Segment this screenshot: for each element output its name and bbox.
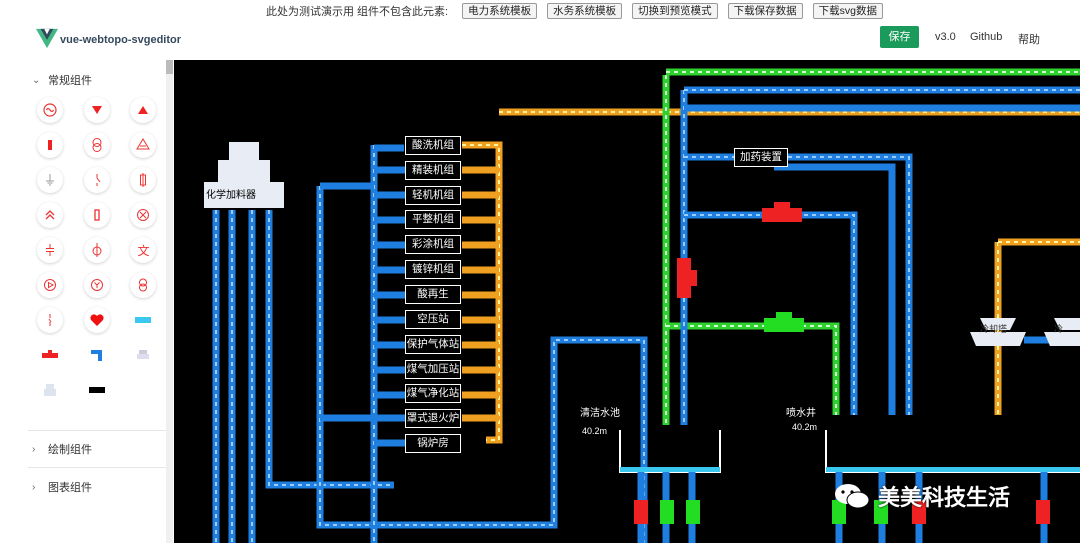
- green-pipes: [662, 68, 1080, 425]
- feeder-label: 化学加料器: [206, 190, 256, 201]
- switch-bar-icon[interactable]: [37, 132, 63, 158]
- demo-toolbar: 此处为测试演示用 组件不包含此元素: 电力系统模板 水务系统模板 切换到预览模式…: [0, 0, 1080, 22]
- download-data-button[interactable]: 下载保存数据: [727, 3, 803, 19]
- feeder-icon[interactable]: [37, 377, 63, 403]
- chemical-feeder-icon: [204, 142, 284, 208]
- chevron-right-icon: ›: [32, 443, 36, 455]
- watermark: 美美科技生活: [832, 480, 1010, 512]
- station-label[interactable]: 彩涂机组: [405, 235, 461, 254]
- station-label[interactable]: 煤气净化站: [405, 384, 461, 403]
- water-template-button[interactable]: 水务系统模板: [547, 3, 623, 19]
- double-chevron-up-icon[interactable]: [37, 202, 63, 228]
- station-label[interactable]: 保护气体站: [405, 335, 461, 354]
- app-header: vue-webtopo-svgeditor 保存 v3.0 Github 帮助: [0, 22, 1080, 58]
- sidebar-scrollbar[interactable]: [166, 60, 173, 543]
- station-label[interactable]: 精装机组: [405, 161, 461, 180]
- black-bar-icon[interactable]: [84, 377, 110, 403]
- triangle-transformer-icon[interactable]: [130, 132, 156, 158]
- station-label[interactable]: 镀锌机组: [405, 260, 461, 279]
- station-label[interactable]: 平整机组: [405, 210, 461, 229]
- section-label: 图表组件: [48, 482, 92, 494]
- github-link[interactable]: Github: [970, 31, 1003, 43]
- chevron-down-icon: ⌄: [32, 74, 41, 86]
- pipe-network: .pb { fill: none; stroke: #1e7fe0; strok…: [204, 68, 1080, 543]
- orange-return-pipes: [462, 108, 1080, 444]
- section-label: 常规组件: [48, 75, 92, 87]
- pools: [619, 430, 1080, 473]
- breaker-icon[interactable]: [84, 167, 110, 193]
- heart-icon[interactable]: [84, 307, 110, 333]
- cooling-tower-label: 冷却塔: [980, 324, 1008, 334]
- editor-canvas[interactable]: .pb { fill: none; stroke: #1e7fe0; strok…: [174, 60, 1080, 543]
- cyan-bar-icon[interactable]: [130, 307, 156, 333]
- station-label[interactable]: 锅炉房: [405, 434, 461, 453]
- triangle-up-icon[interactable]: [130, 97, 156, 123]
- section-common-components[interactable]: ⌄ 常规组件: [32, 72, 92, 88]
- ac-source-icon[interactable]: [37, 97, 63, 123]
- svg-text:文: 文: [138, 243, 150, 258]
- demo-notice: 此处为测试演示用 组件不包含此元素:: [266, 6, 449, 18]
- cooling-tower-icon: [1044, 318, 1080, 346]
- resistor-icon[interactable]: [84, 202, 110, 228]
- help-link[interactable]: 帮助: [1018, 34, 1040, 46]
- section-divider: [28, 430, 166, 431]
- double-circle-icon[interactable]: [130, 272, 156, 298]
- inductor-icon[interactable]: [84, 237, 110, 263]
- pool-name: 喷水井: [786, 408, 816, 419]
- station-label[interactable]: 罩式退火炉: [405, 409, 461, 428]
- section-chart-components[interactable]: › 图表组件: [32, 479, 92, 495]
- distribution-pipes: [680, 86, 1080, 425]
- circle-play-icon[interactable]: [37, 272, 63, 298]
- red-valve-icon[interactable]: [37, 342, 63, 368]
- triangle-down-icon[interactable]: [84, 97, 110, 123]
- pool-name: 清洁水池: [580, 408, 620, 419]
- chevron-right-icon: ›: [32, 481, 36, 493]
- station-label[interactable]: 轻机机组: [405, 186, 461, 205]
- ground-icon[interactable]: [37, 167, 63, 193]
- station-label[interactable]: 酸洗机组: [405, 136, 461, 155]
- station-label[interactable]: 煤气加压站: [405, 360, 461, 379]
- cooling-tower-icon: [970, 318, 1026, 346]
- dosing-device-label[interactable]: 加药装置: [734, 148, 788, 167]
- text-icon[interactable]: 文: [130, 237, 156, 263]
- fuse-icon[interactable]: [130, 167, 156, 193]
- valves: [677, 202, 804, 332]
- capacitor-icon[interactable]: [37, 237, 63, 263]
- sidebar-scroll-thumb[interactable]: [166, 60, 173, 74]
- section-label: 绘制组件: [48, 444, 92, 456]
- pool-pumps: [634, 472, 1050, 543]
- circle-y-icon[interactable]: [84, 272, 110, 298]
- wechat-icon: [835, 484, 870, 509]
- station-label[interactable]: 空压站: [405, 310, 461, 329]
- circle-x-icon[interactable]: [130, 202, 156, 228]
- power-template-button[interactable]: 电力系统模板: [462, 3, 538, 19]
- preview-mode-button[interactable]: 切换到预览模式: [632, 3, 718, 19]
- disconnect-icon[interactable]: [37, 307, 63, 333]
- version-link[interactable]: v3.0: [935, 31, 956, 43]
- download-svg-button[interactable]: 下载svg数据: [812, 3, 883, 19]
- watermark-text: 美美科技生活: [878, 485, 1011, 510]
- cooling-tower-label: 冷: [1054, 324, 1064, 334]
- section-divider: [28, 467, 166, 468]
- pool-level: 40.2m: [582, 426, 608, 436]
- station-label[interactable]: 酸再生: [405, 285, 461, 304]
- blue-elbow-icon[interactable]: [84, 342, 110, 368]
- app-title: vue-webtopo-svgeditor: [60, 34, 182, 46]
- transformer-icon[interactable]: [84, 132, 110, 158]
- feeder-pipes: [212, 210, 394, 543]
- vue-logo-icon: [36, 28, 58, 49]
- save-button[interactable]: 保存: [880, 26, 919, 48]
- tank-icon[interactable]: [130, 342, 156, 368]
- pool-level: 40.2m: [792, 422, 818, 432]
- section-draw-components[interactable]: › 绘制组件: [32, 441, 92, 457]
- station-branches: [374, 166, 406, 447]
